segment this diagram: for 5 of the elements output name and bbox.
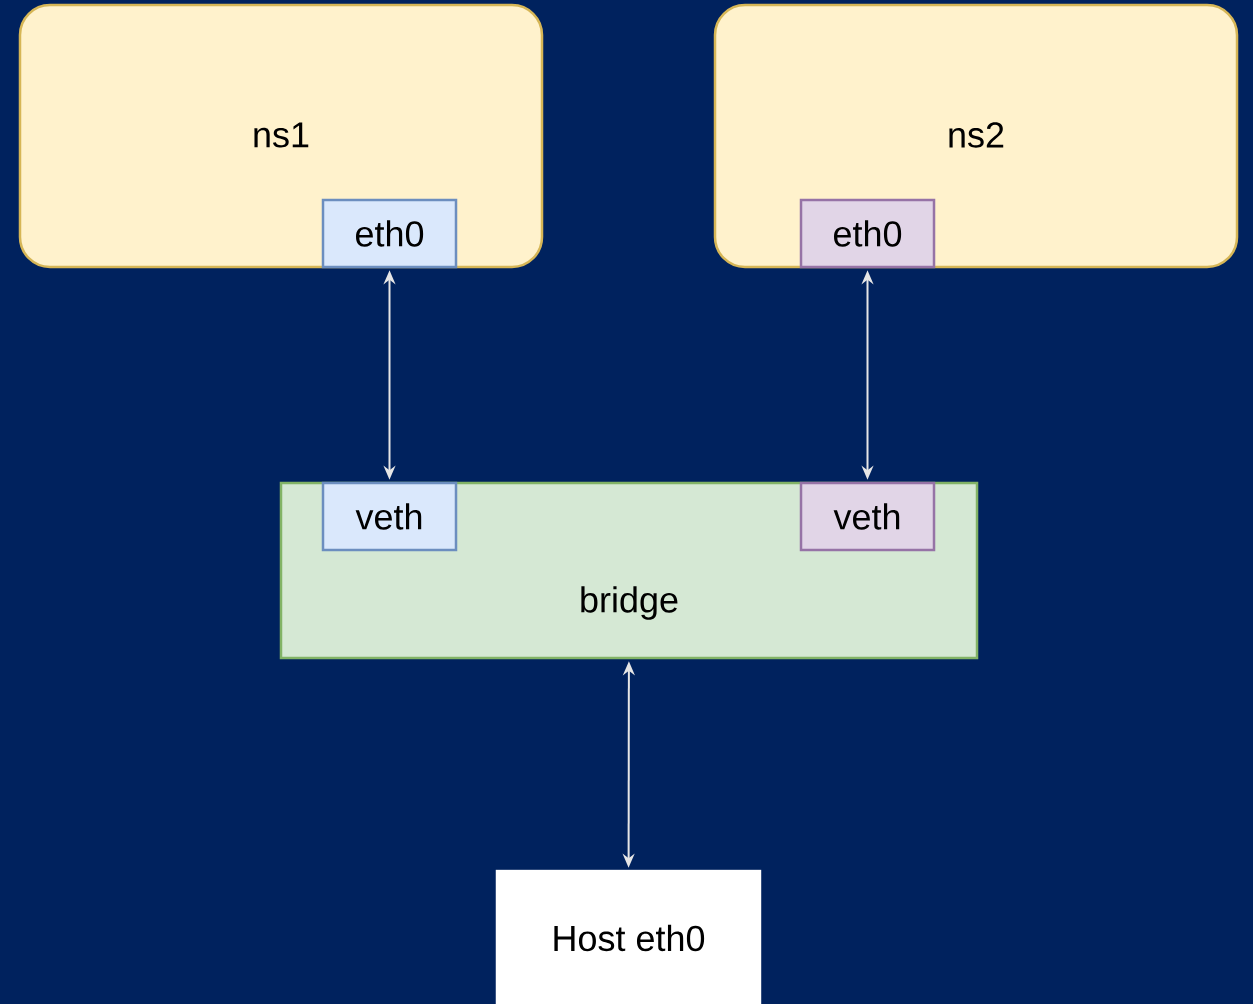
interface-box: eth0 [799, 198, 936, 269]
interface-box: eth0 [321, 198, 458, 269]
interface-box: veth [799, 481, 936, 552]
host-interface-box: Host eth0 [495, 869, 762, 1004]
interface-box: veth [321, 481, 458, 552]
